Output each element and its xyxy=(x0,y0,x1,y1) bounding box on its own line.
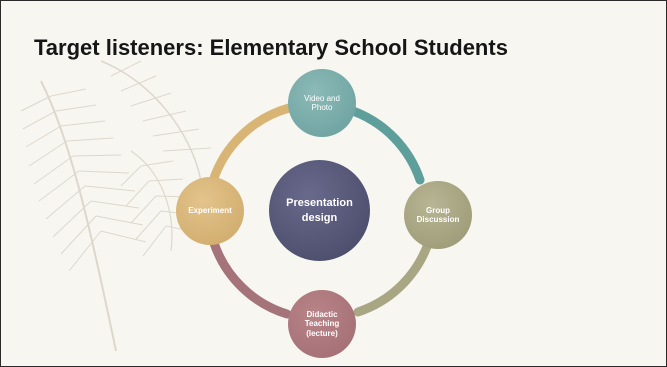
node-group-discussion: Group Discussion xyxy=(404,181,472,249)
center-label-line: design xyxy=(301,211,338,224)
node-label-line: Photo xyxy=(311,103,333,112)
node-experiment: Experiment xyxy=(176,177,244,245)
node-presentation-design: Presentation design xyxy=(269,160,370,261)
node-label-line: (lecture) xyxy=(306,328,338,338)
node-label-line: Video and xyxy=(304,93,340,103)
node-label-line: Experiment xyxy=(188,206,232,216)
node-video-and-photo: Video and Photo xyxy=(288,69,356,137)
page-title: Target listeners: Elementary School Stud… xyxy=(34,35,508,60)
node-label-line: Teaching xyxy=(304,319,340,329)
node-didactic-teaching: Didactic Teaching (lecture) xyxy=(288,290,356,358)
ring-connector xyxy=(208,103,434,319)
node-label-line: Group xyxy=(426,205,450,215)
node-label-line: Didactic xyxy=(306,310,338,320)
node-label-line: Discussion xyxy=(416,215,460,224)
center-label-line: Presentation xyxy=(286,197,353,210)
